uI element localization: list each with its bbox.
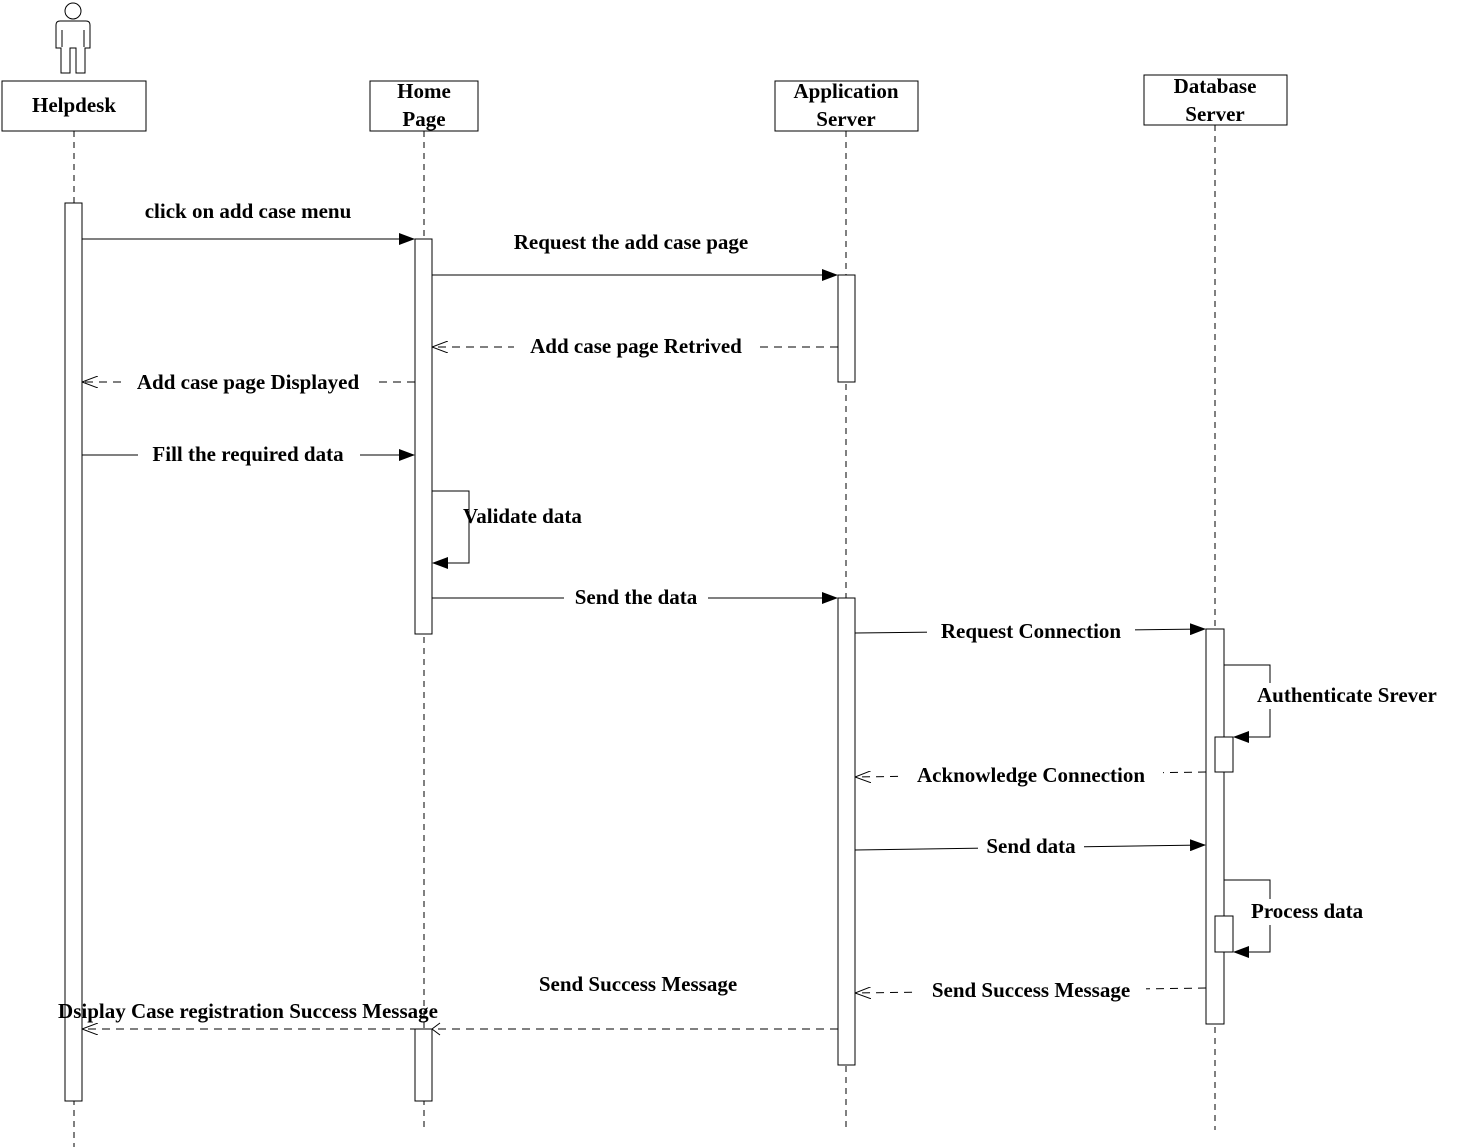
participant-helpdesk-label: Helpdesk [32, 93, 116, 117]
participant-application-server-label-line1: Application [793, 79, 898, 103]
activation-home-page-1 [414, 238, 433, 635]
message-process-data: Process data [1224, 879, 1381, 958]
actor-icon [55, 2, 91, 74]
message-label: Send data [986, 834, 1076, 858]
message-validate-data: Validate data [432, 490, 582, 569]
message-label: Acknowledge Connection [917, 763, 1145, 787]
message-acknowledge-connection: Acknowledge Connection [856, 762, 1207, 788]
activation-helpdesk [64, 202, 83, 1102]
activation-database-server-process [1214, 915, 1234, 953]
message-label: Authenticate Srever [1257, 683, 1437, 707]
message-send-success-message-db: Send Success Message [856, 977, 1207, 1003]
message-add-case-page-retrived: Add case page Retrived [433, 334, 838, 360]
participant-database-server-label-line1: Database [1174, 74, 1257, 98]
message-label: Fill the required data [152, 442, 344, 466]
activation-application-server-2 [837, 597, 856, 1066]
message-add-case-page-displayed: Add case page Displayed [83, 369, 415, 395]
activation-database-server [1205, 628, 1225, 1025]
message-label: Send Success Message [932, 978, 1130, 1002]
participant-database-server: Database Server [1143, 74, 1288, 126]
activation-home-page-2 [414, 1028, 433, 1102]
participant-home-page: Home Page [369, 79, 479, 132]
message-label: Request Connection [941, 619, 1122, 643]
message-send-the-data: Send the data [432, 585, 838, 611]
message-label: Request the add case page [514, 230, 749, 254]
participant-application-server-label-line2: Server [816, 107, 875, 131]
message-fill-required-data: Fill the required data [82, 442, 415, 468]
message-label: Send Success Message [539, 972, 737, 996]
message-request-connection: Request Connection [854, 618, 1206, 644]
message-label: Validate data [463, 504, 582, 528]
message-label: Dsiplay Case registration Success Messag… [58, 999, 438, 1023]
message-send-data: Send data [854, 834, 1206, 860]
participant-home-page-label-line2: Page [402, 107, 445, 131]
participant-application-server: Application Server [774, 79, 919, 132]
message-label: Send the data [575, 585, 698, 609]
message-label: Process data [1251, 899, 1364, 923]
participant-home-page-label-line1: Home [397, 79, 451, 103]
message-request-add-case-page: Request the add case page [432, 230, 838, 281]
activation-application-server-1 [837, 274, 856, 383]
message-click-add-case-menu: click on add case menu [82, 199, 415, 245]
participant-helpdesk: Helpdesk [1, 80, 147, 132]
participant-database-server-label-line2: Server [1185, 102, 1244, 126]
message-label: Add case page Displayed [137, 370, 360, 394]
message-label: Add case page Retrived [530, 334, 742, 358]
message-send-success-message-app: Send Success Message [83, 972, 838, 1036]
message-label: click on add case menu [145, 199, 352, 223]
message-authenticate-server: Authenticate Srever [1224, 664, 1461, 743]
activation-database-server-auth [1214, 736, 1234, 773]
message-display-success: Dsiplay Case registration Success Messag… [58, 999, 438, 1023]
